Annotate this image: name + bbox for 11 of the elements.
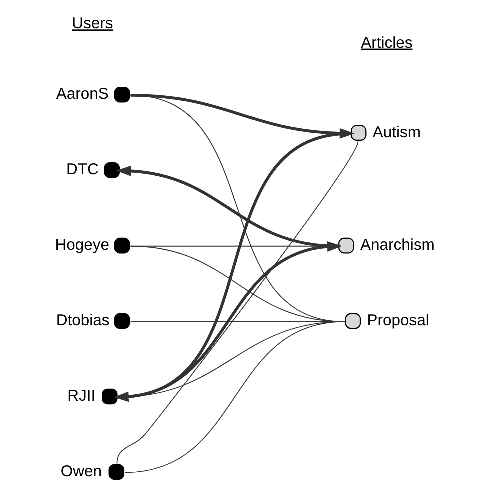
node-label: Hogeye — [54, 236, 110, 254]
node-label: Owen — [60, 463, 102, 480]
node-label: Autism — [372, 124, 421, 142]
node-label: Dtobias — [56, 312, 110, 330]
node-label: Anarchism — [360, 236, 434, 254]
node-label: AaronS — [56, 86, 108, 104]
node-label: Proposal — [366, 312, 429, 330]
label: Users — [72, 16, 113, 33]
node-label: RJII — [67, 388, 96, 405]
node-label: DTC — [66, 162, 98, 179]
label: Articles — [360, 34, 412, 52]
